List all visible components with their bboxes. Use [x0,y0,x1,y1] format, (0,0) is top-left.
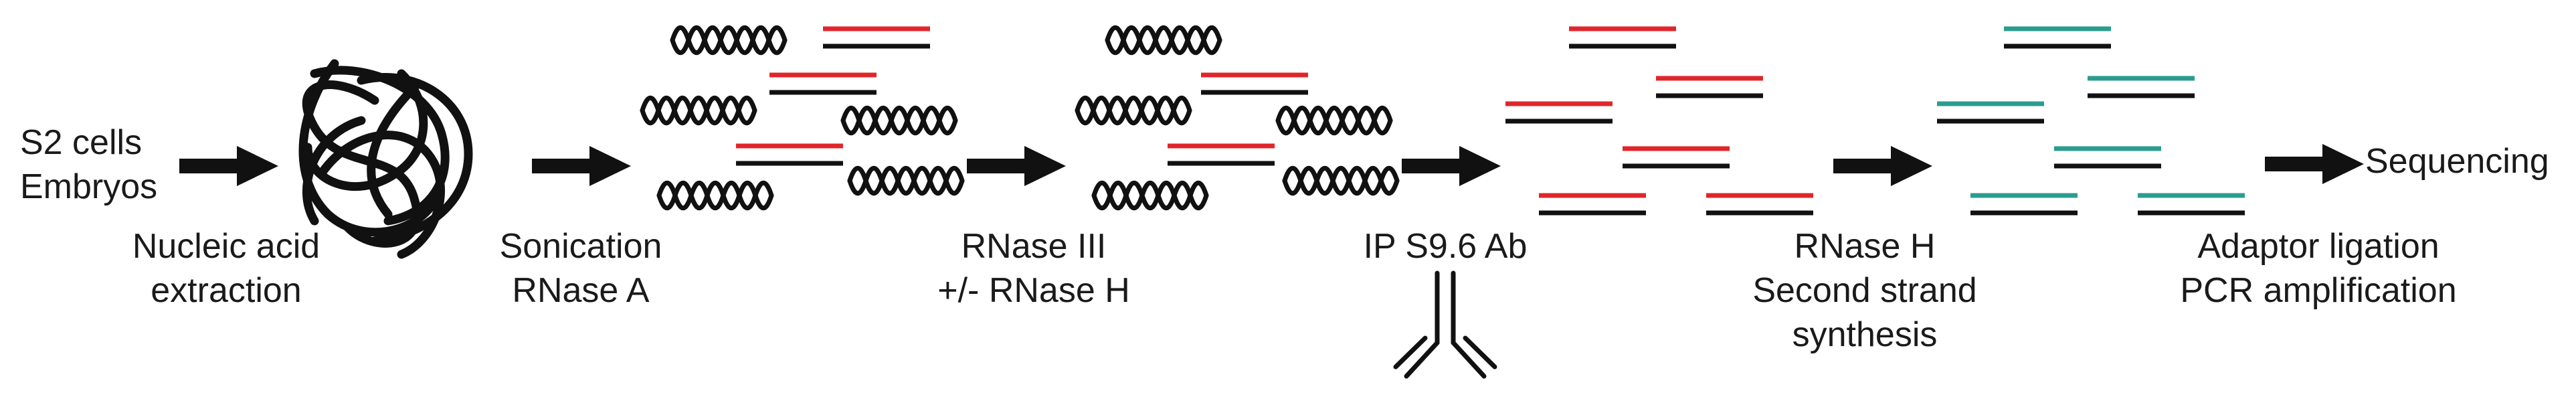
step-label-rnase-iii: RNase III +/- RNase H [937,224,1130,313]
rna-dna-hybrid-icon [1505,104,1613,121]
rna-dna-hybrid-icon [769,75,877,92]
rna-dna-hybrid-icon [1623,149,1730,166]
double-helix-icon [1285,168,1397,193]
double-helix-icon [659,183,771,208]
dna-duplex-icon [2004,29,2111,46]
step-label-ip: IP S9.6 Ab [1364,224,1528,268]
step-label-rnase-h: RNase H Second strand synthesis [1752,224,1976,357]
source-label: S2 cells Embryos [20,120,157,209]
double-helix-icon [642,98,755,123]
double-helix-icon [672,27,785,53]
process-arrow-icon [179,146,278,186]
rna-dna-hybrid-icon [736,146,843,163]
double-helix-icon [1107,27,1220,53]
step-label-line: IP S9.6 Ab [1363,227,1528,266]
source-label-line: Embryos [20,167,158,206]
step-label-adaptor: Adaptor ligation PCR amplification [2180,224,2456,313]
step-label-line: synthesis [1792,315,1938,354]
dna-duplex-icon [2138,195,2245,213]
process-arrow-icon [1402,146,1501,186]
double-helix-icon [1077,98,1190,123]
nucleic-acid-tangle-icon [298,59,473,259]
process-arrow-icon [2265,144,2364,184]
dna-duplex-icon [2054,149,2161,166]
step-label-line: RNase III [961,227,1107,266]
rna-dna-hybrid-icon [1539,195,1646,213]
double-helix-icon [843,108,955,133]
rna-dna-hybrid-icon [1656,78,1763,96]
step-label-line: +/- RNase H [937,271,1130,310]
process-arrow-icon [967,146,1066,186]
step-label-extraction: Nucleic acid extraction [132,224,320,313]
double-helix-icon [1094,183,1206,208]
dna-duplex-icon [1970,195,2078,213]
process-arrow-icon [1833,146,1932,186]
rna-dna-hybrid-icon [1201,75,1308,92]
step-label-line: PCR amplification [2180,271,2457,310]
double-helix-icon [850,168,962,193]
rna-dna-hybrid-icon [823,29,930,46]
dna-duplex-icon [1937,104,2044,121]
rna-dna-hybrid-icon [1168,146,1275,163]
step-label-line: RNase H [1794,227,1936,266]
step-label-line: extraction [151,271,302,310]
process-arrow-icon [532,146,631,186]
rna-dna-hybrid-icon [1569,29,1676,46]
rna-dna-hybrid-icon [1706,195,1813,213]
double-helix-icon [1278,108,1390,133]
dna-duplex-icon [2088,78,2195,96]
step-label-sonication: Sonication RNase A [500,224,662,313]
end-label: Sequencing [2365,142,2549,181]
step-label-line: Adaptor ligation [2197,227,2440,266]
step-label-line: Sonication [499,227,662,266]
step-label-line: Second strand [1752,271,1977,310]
source-label-line: S2 cells [20,123,143,162]
step-label-line: Nucleic acid [132,227,320,266]
antibody-icon [1393,270,1497,379]
step-label-line: RNase A [512,271,650,310]
